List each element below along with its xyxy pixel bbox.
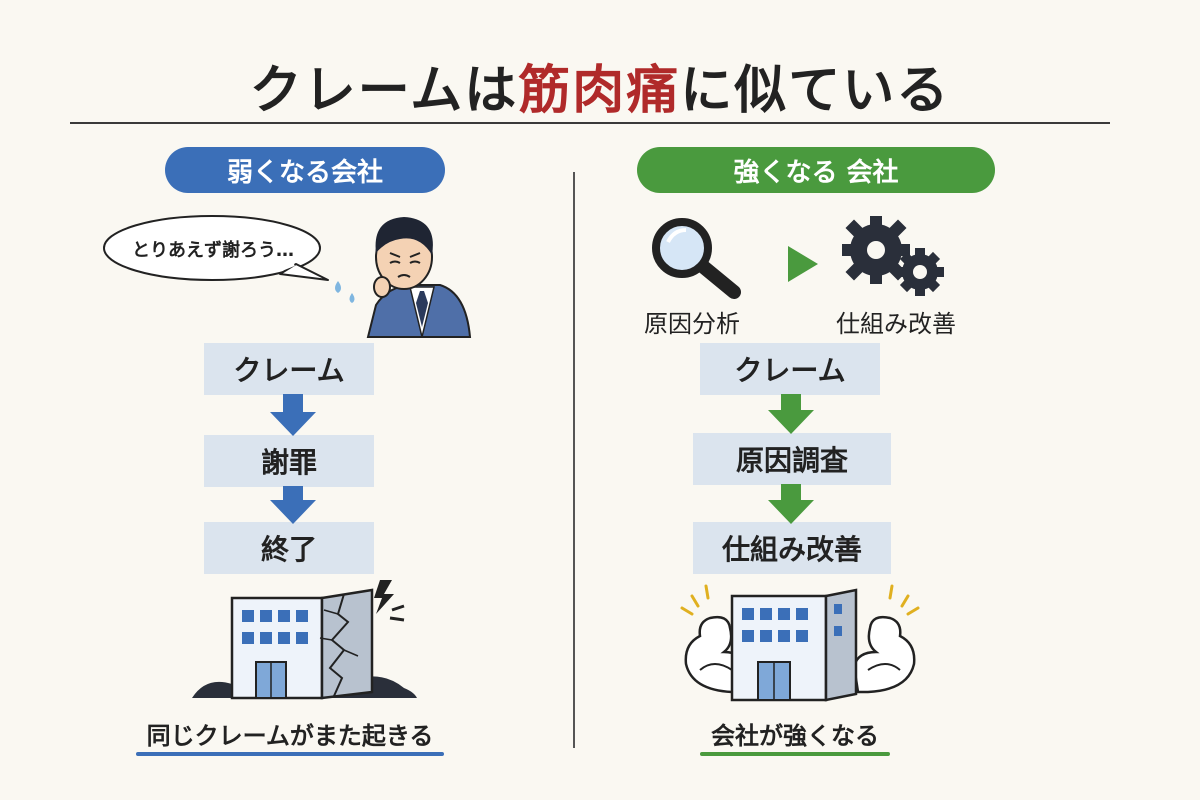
right-step-investigation: 原因調査 <box>693 433 891 485</box>
title-suffix: に似ている <box>680 61 951 121</box>
center-divider <box>573 172 575 748</box>
label-system-improvement: 仕組み改善 <box>836 310 956 338</box>
label-cause-analysis: 原因分析 <box>644 310 740 338</box>
left-step-end: 終了 <box>204 522 374 574</box>
weak-company-heading: 弱くなる会社 <box>165 147 445 193</box>
strong-building-icon <box>680 584 920 702</box>
left-outcome: 同じクレームがまた起きる <box>146 722 434 750</box>
left-outcome-underline <box>136 752 444 756</box>
sweat-drop-icon <box>335 281 355 303</box>
lightning-icon <box>374 580 405 622</box>
left-arrow-2 <box>270 486 316 524</box>
cracked-building-icon <box>192 580 417 700</box>
page-title: クレームは筋肉痛に似ている <box>0 48 1200 123</box>
right-arrow-1 <box>768 394 814 434</box>
gears-icon <box>842 216 944 296</box>
title-prefix: クレームは <box>249 61 519 121</box>
title-emphasis: 筋肉痛 <box>518 61 681 121</box>
right-step-improvement: 仕組み改善 <box>693 522 891 574</box>
left-step-apology: 謝罪 <box>204 435 374 487</box>
person-apologizing-icon <box>335 217 472 338</box>
strong-company-heading: 強くなる 会社 <box>637 147 995 193</box>
speech-text: とりあえず謝ろう… <box>132 240 294 261</box>
right-step-claim: クレーム <box>700 343 880 395</box>
title-rule <box>70 122 1110 124</box>
right-outcome: 会社が強くなる <box>711 722 879 750</box>
search-icon <box>652 218 741 299</box>
left-step-claim: クレーム <box>204 343 374 395</box>
speech-bubble <box>103 215 329 281</box>
play-arrow-icon <box>788 246 818 282</box>
left-arrow-1 <box>270 394 316 436</box>
flexing-arm-icon <box>852 615 916 694</box>
right-outcome-underline <box>700 752 890 756</box>
right-arrow-2 <box>768 484 814 524</box>
